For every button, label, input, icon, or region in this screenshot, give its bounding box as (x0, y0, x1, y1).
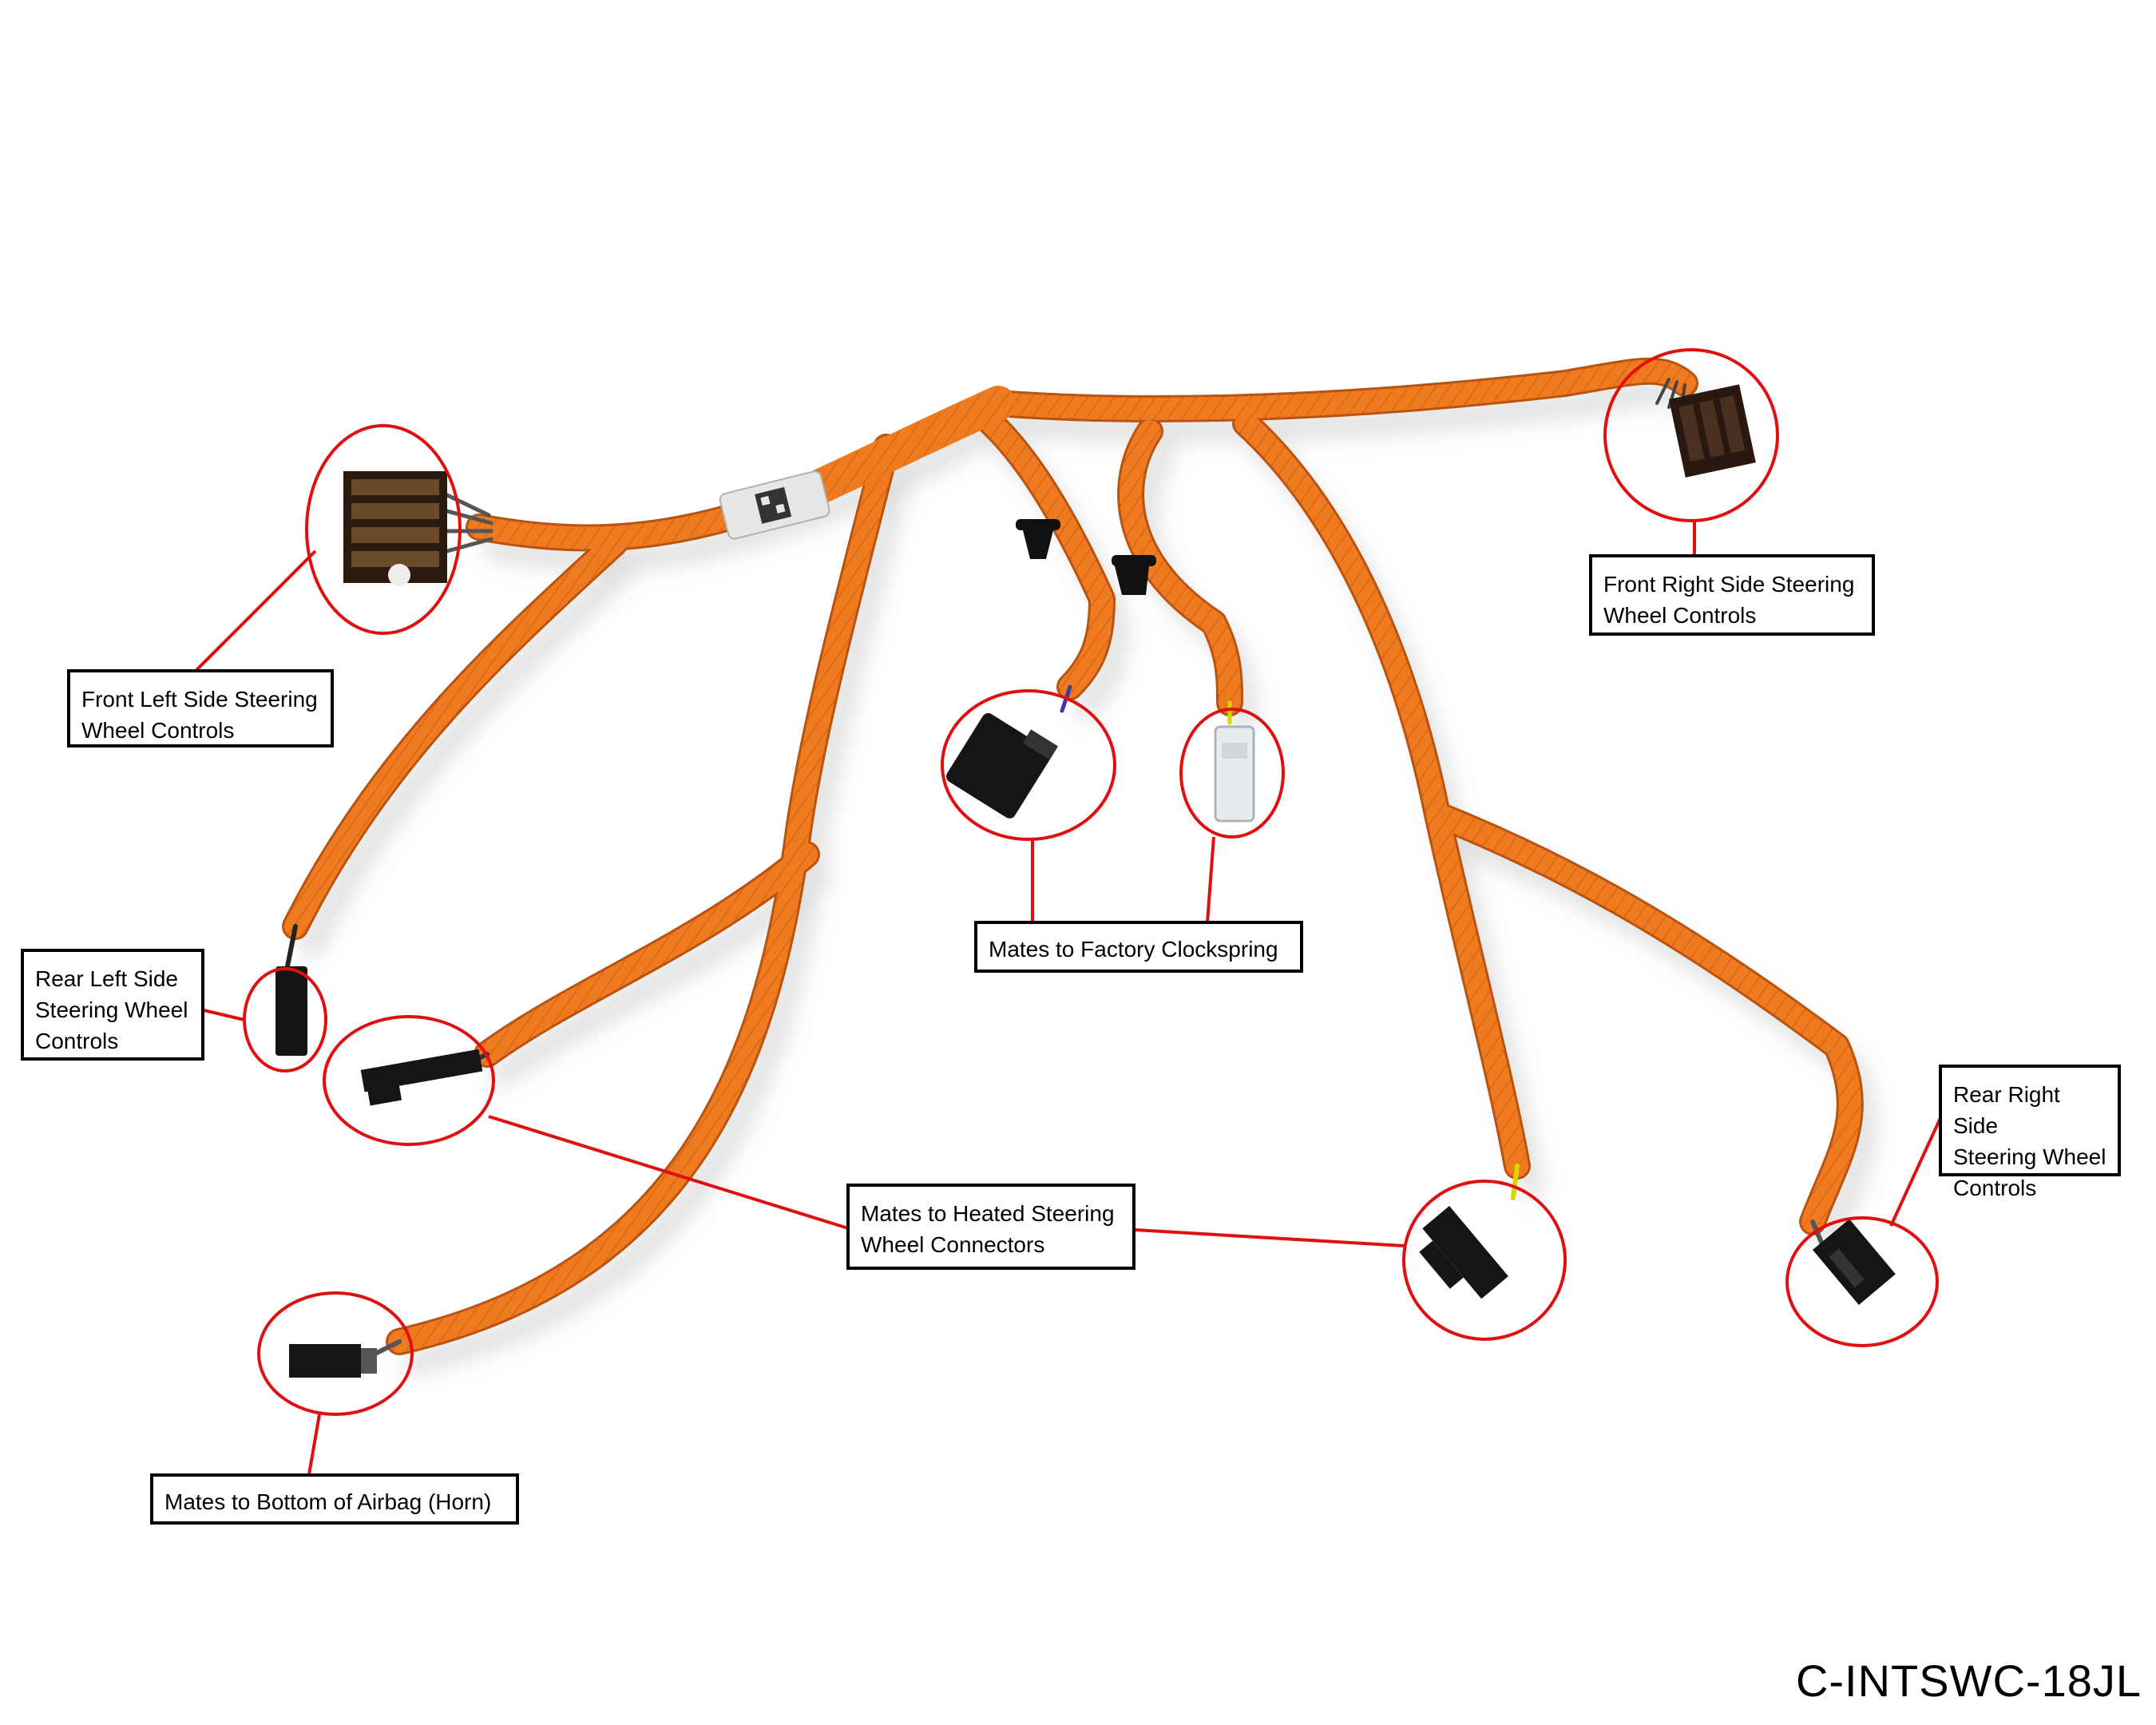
connector-rear-right (1813, 1219, 1896, 1305)
leader-lines (194, 521, 1942, 1480)
connector-horn (289, 1344, 377, 1378)
leader-horn (307, 1414, 321, 1480)
circle-clockspring-white (1179, 708, 1285, 839)
circle-front-left (305, 424, 462, 635)
label-rear-right: Rear Right Side Steering Wheel Controls (1939, 1065, 2121, 1200)
connector-clockspring-white (1214, 725, 1255, 823)
part-number: C-INTSWC-18JL (1795, 1656, 2142, 1706)
leader-rear-right (1889, 1117, 1942, 1227)
connector-front-left (343, 471, 447, 586)
circle-rear-right (1785, 1216, 1939, 1347)
circle-heated-right (1402, 1180, 1567, 1341)
circle-horn (257, 1291, 414, 1416)
connector-rear-left (275, 966, 307, 1056)
connector-heated-right (1419, 1206, 1508, 1299)
wire-harness (282, 357, 1864, 1355)
connector-clockspring-black (946, 713, 1059, 819)
connector-front-right (1669, 384, 1756, 478)
clip-right (1112, 555, 1156, 595)
leader-front-left (194, 549, 317, 672)
leader-clockspring-white (1206, 836, 1215, 923)
callout-circles (243, 348, 1939, 1416)
label-rear-left: Rear Left Side Steering Wheel Controls (21, 949, 204, 1061)
barcode-tag (719, 470, 830, 540)
label-horn: Mates to Bottom of Airbag (Horn) (150, 1473, 519, 1525)
clip-left (1016, 519, 1060, 559)
circle-heated-left (323, 1015, 495, 1146)
label-clockspring: Mates to Factory Clockspring (974, 921, 1303, 973)
circle-front-right (1603, 348, 1779, 522)
label-heated: Mates to Heated Steering Wheel Connector… (846, 1184, 1135, 1270)
label-front-left: Front Left Side Steering Wheel Controls (67, 669, 334, 748)
label-front-right: Front Right Side Steering Wheel Controls (1589, 554, 1875, 636)
leader-heated-right (1135, 1228, 1405, 1247)
connector-heated-left (360, 1049, 483, 1106)
leader-heated-left (488, 1115, 849, 1230)
circle-clockspring-black (941, 689, 1116, 841)
leader-rear-left (203, 1009, 245, 1021)
